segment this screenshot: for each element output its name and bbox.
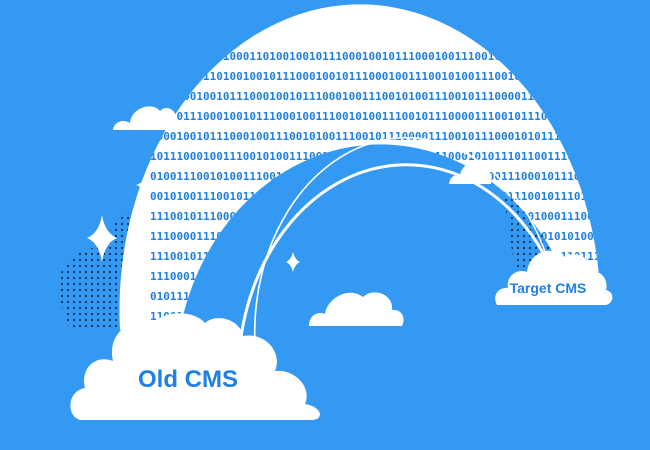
binary-row: 0100111001010011100101110000111001011100… <box>150 170 614 183</box>
sparkle-icon <box>567 200 579 218</box>
binary-row: 1011100010011100101001110010111000011100… <box>150 150 614 163</box>
binary-row: 0101001001110001101001001011100010010111… <box>150 50 614 63</box>
source-cloud <box>70 313 320 420</box>
cloud-icon <box>449 162 492 184</box>
cloud-icon <box>113 106 177 130</box>
rainbow-arch <box>119 4 601 330</box>
binary-row: 0010100111001011100001110010111000101011… <box>150 190 614 203</box>
inner-arc-outer <box>238 163 562 346</box>
target-label: Target CMS <box>510 280 587 296</box>
sparkle-icon <box>87 215 117 262</box>
binary-row: 1000100101110001001110010100111001011100… <box>150 130 614 143</box>
binary-row: 0011100011010010010111000100101110001001… <box>150 70 614 83</box>
cloud-icon <box>309 292 404 326</box>
source-label: Old CMS <box>138 366 238 393</box>
binary-row: 0110100100101110001001011100010011100101… <box>150 90 614 103</box>
binary-row: 1110010111000011100101110001010111011001… <box>150 210 614 223</box>
binary-row: 1001011100010010111000100111001010011100… <box>150 110 614 123</box>
sparkle-icon <box>286 252 300 272</box>
sparkle-icon <box>136 170 160 200</box>
target-cloud <box>495 250 613 305</box>
inner-arc-inner <box>253 137 556 346</box>
